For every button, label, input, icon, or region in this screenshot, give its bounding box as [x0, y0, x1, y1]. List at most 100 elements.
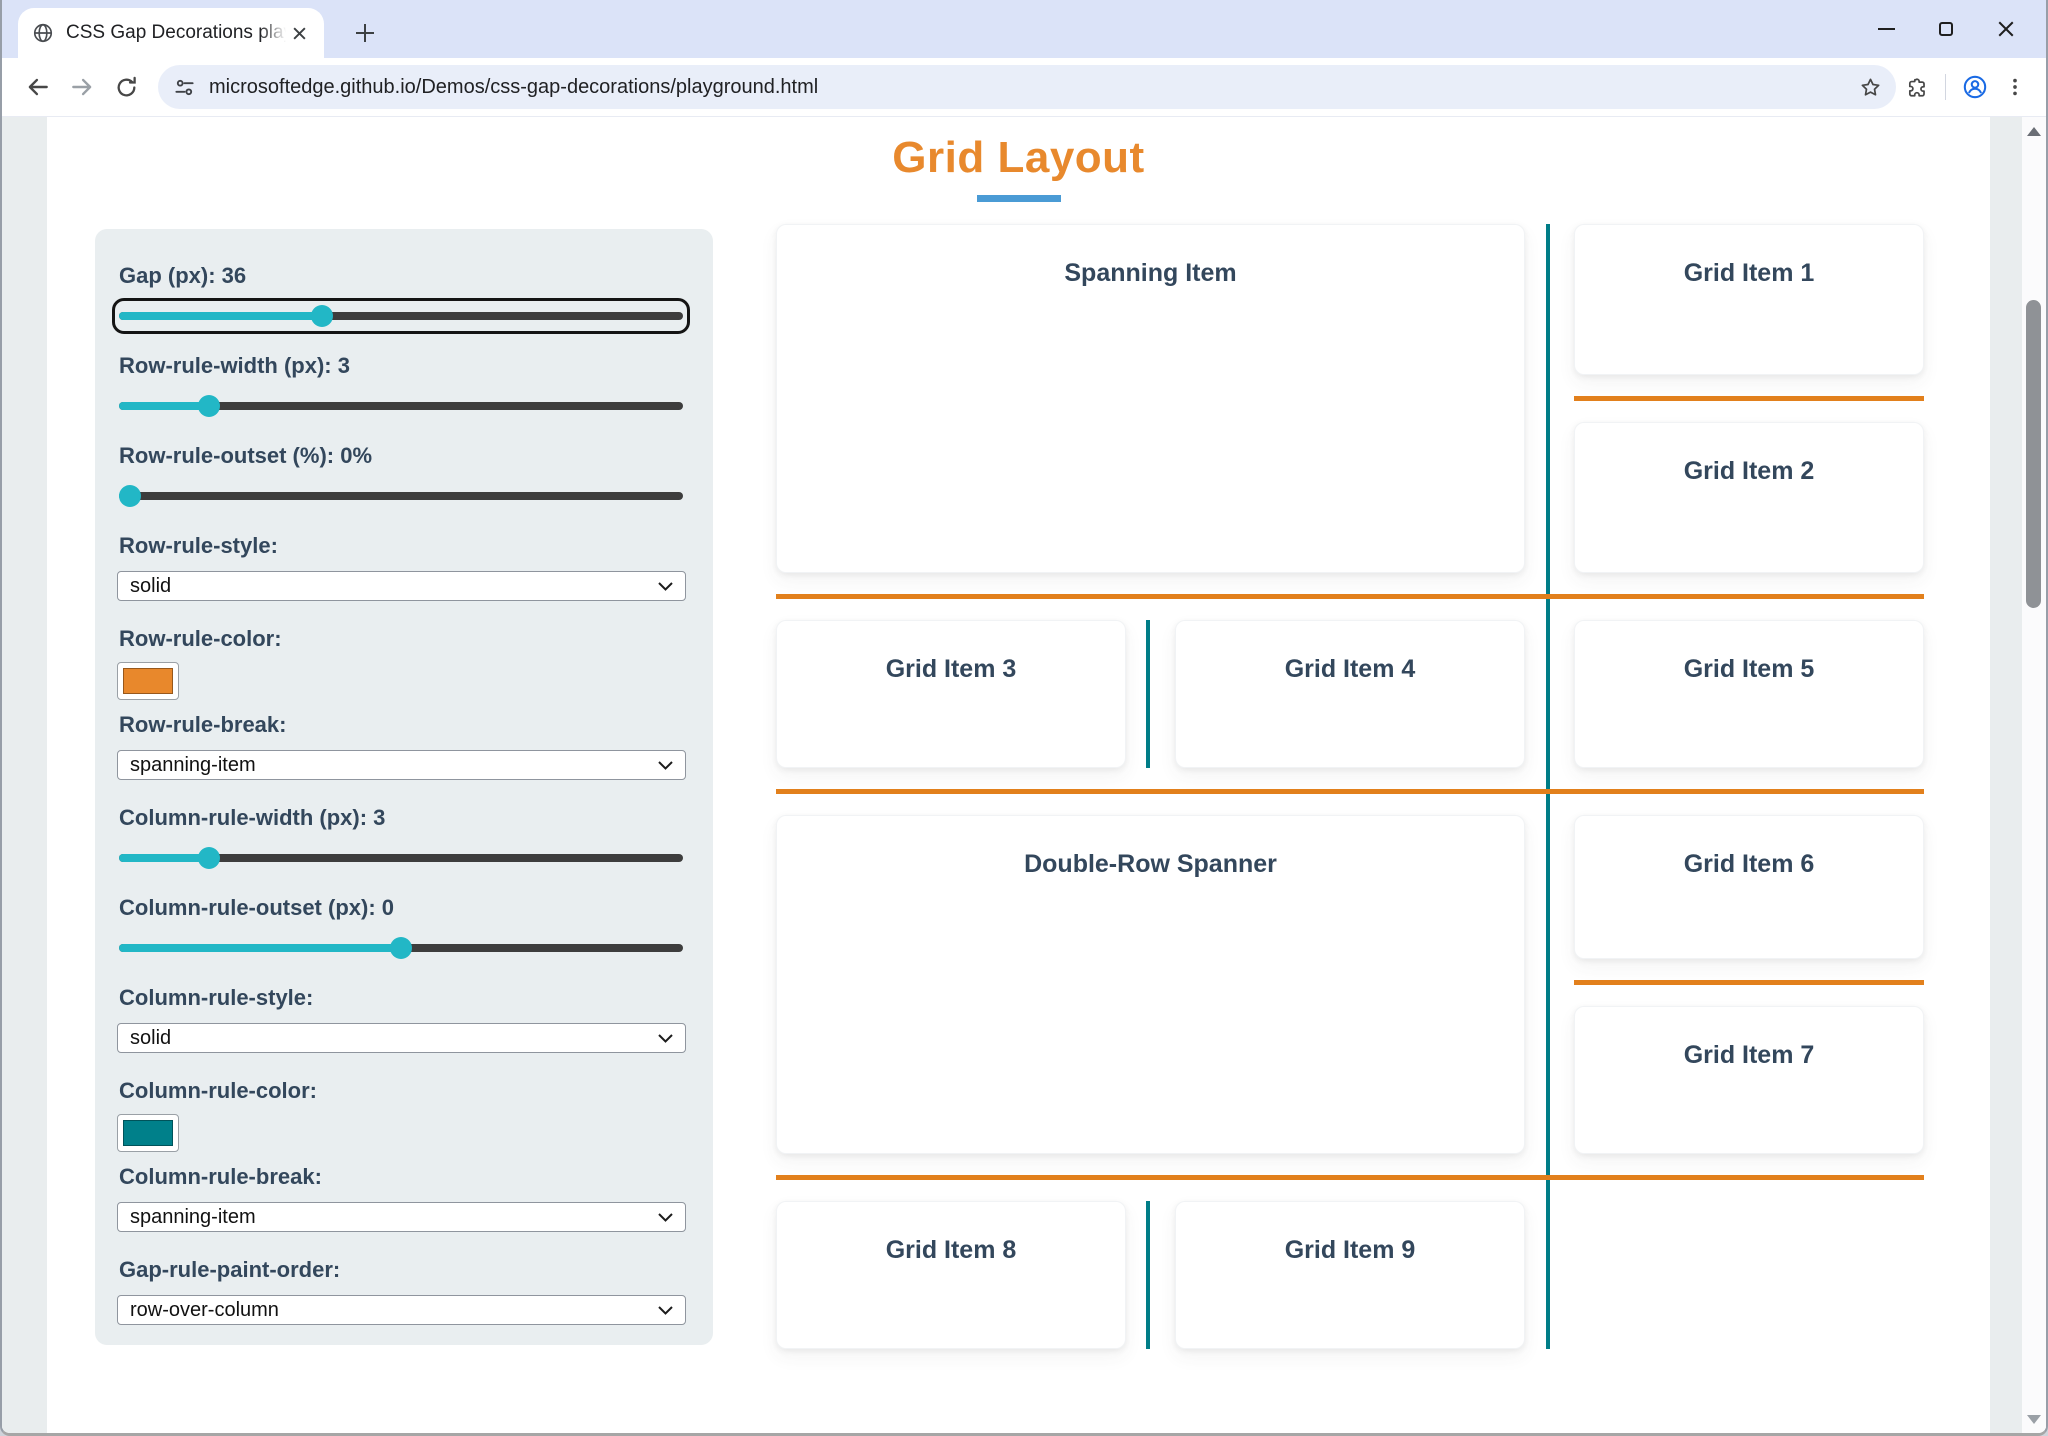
color-picker-9[interactable]	[117, 1114, 179, 1152]
page-viewport: Grid Layout Gap (px): 36 Row-rule-width (…	[2, 117, 2046, 1433]
select-3[interactable]: solid	[117, 571, 686, 601]
control-label: Row-rule-width (px): 3	[119, 353, 350, 378]
site-settings-icon[interactable]	[174, 77, 195, 98]
maximize-icon	[1939, 22, 1953, 36]
tab-bar: CSS Gap Decorations playgroun	[2, 0, 2046, 58]
column-rule	[1146, 620, 1150, 768]
slider-7[interactable]	[119, 937, 683, 959]
grid-item: Double-Row Spanner	[776, 815, 1525, 1154]
control-label: Gap (px): 36	[119, 263, 247, 288]
control-group: Column-rule-break: spanning-item	[117, 1164, 689, 1232]
grid-item: Grid Item 8	[776, 1201, 1126, 1349]
slider-thumb[interactable]	[390, 937, 412, 959]
bookmark-star-icon[interactable]	[1859, 76, 1882, 99]
control-label: Row-rule-break:	[119, 712, 287, 737]
control-label: Row-rule-color:	[119, 626, 282, 651]
grid-item: Grid Item 4	[1175, 620, 1525, 768]
vertical-scrollbar[interactable]	[2022, 117, 2046, 1433]
grid-item: Grid Item 1	[1574, 224, 1924, 375]
select-value: row-over-column	[130, 1298, 279, 1321]
slider-thumb[interactable]	[198, 847, 221, 869]
close-icon	[1998, 21, 2014, 37]
row-rule	[776, 789, 1924, 794]
reload-button[interactable]	[104, 65, 148, 109]
slider-track[interactable]	[119, 485, 683, 507]
control-group: Column-rule-color:	[117, 1078, 689, 1152]
extensions-icon[interactable]	[1906, 76, 1929, 99]
control-group: Row-rule-style: solid	[117, 533, 689, 601]
back-icon	[28, 78, 48, 96]
tab-close-icon[interactable]	[286, 20, 312, 46]
slider-thumb[interactable]	[311, 305, 334, 327]
chevron-down-icon	[658, 760, 673, 770]
select-11[interactable]: row-over-column	[117, 1295, 686, 1325]
close-button[interactable]	[1976, 0, 2036, 58]
forward-button[interactable]	[60, 65, 104, 109]
control-group: Row-rule-break: spanning-item	[117, 712, 689, 780]
menu-kebab-icon[interactable]	[2004, 76, 2026, 98]
profile-avatar-icon[interactable]	[1962, 74, 1988, 100]
select-10[interactable]: spanning-item	[117, 1202, 686, 1232]
select-value: spanning-item	[130, 1205, 256, 1228]
grid-item: Grid Item 7	[1574, 1006, 1924, 1154]
select-5[interactable]: spanning-item	[117, 750, 686, 780]
slider-fill	[119, 854, 210, 862]
scroll-up-icon[interactable]	[2027, 127, 2041, 136]
select-value: spanning-item	[130, 753, 256, 776]
color-swatch-fill	[123, 1120, 173, 1146]
slider-track[interactable]	[119, 305, 683, 327]
control-label: Column-rule-outset (px): 0	[119, 895, 394, 920]
slider-track[interactable]	[119, 847, 683, 869]
grid-item: Grid Item 3	[776, 620, 1126, 768]
slider-track[interactable]	[119, 395, 683, 417]
control-group: Gap-rule-paint-order: row-over-column	[117, 1257, 689, 1325]
scrollbar-thumb[interactable]	[2026, 300, 2041, 608]
row-rule	[776, 1175, 1924, 1180]
toolbar-separator	[1945, 74, 1946, 100]
control-label: Row-rule-style:	[119, 533, 278, 558]
slider-6[interactable]	[119, 847, 683, 869]
new-tab-button[interactable]	[346, 14, 384, 52]
select-value: solid	[130, 1026, 172, 1049]
control-group: Column-rule-width (px): 3	[117, 805, 689, 869]
slider-thumb[interactable]	[198, 395, 221, 417]
slider-1[interactable]	[119, 395, 683, 417]
control-group: Row-rule-outset (%): 0%	[117, 443, 689, 507]
slider-fill	[119, 312, 323, 320]
column-rule	[1146, 1201, 1150, 1349]
select-8[interactable]: solid	[117, 1023, 686, 1053]
scroll-down-icon[interactable]	[2027, 1415, 2041, 1424]
control-group: Row-rule-color:	[117, 626, 689, 700]
minimize-button[interactable]	[1856, 0, 1916, 58]
control-group: Column-rule-outset (px): 0	[117, 895, 689, 959]
control-label: Row-rule-outset (%): 0%	[119, 443, 372, 468]
row-rule	[1574, 396, 1924, 401]
control-label: Gap-rule-paint-order:	[119, 1257, 341, 1282]
row-rule	[1574, 980, 1924, 985]
slider-2[interactable]	[119, 485, 683, 507]
color-picker-4[interactable]	[117, 662, 179, 700]
slider-0[interactable]	[112, 298, 690, 334]
grid-item: Grid Item 5	[1574, 620, 1924, 768]
browser-tab[interactable]: CSS Gap Decorations playgroun	[18, 8, 324, 58]
control-label: Column-rule-width (px): 3	[119, 805, 386, 830]
page-title: Grid Layout	[892, 133, 1145, 182]
slider-thumb[interactable]	[119, 485, 142, 507]
maximize-button[interactable]	[1916, 0, 1976, 58]
globe-favicon-icon	[32, 22, 54, 44]
forward-icon	[72, 78, 92, 96]
slider-fill	[119, 402, 210, 410]
control-group: Column-rule-style:solid	[117, 985, 689, 1053]
select-value: solid	[130, 574, 172, 597]
address-bar[interactable]: microsoftedge.github.io/Demos/css-gap-de…	[158, 65, 1896, 109]
chevron-down-icon	[658, 1212, 673, 1222]
back-button[interactable]	[16, 65, 60, 109]
row-rule	[776, 594, 1924, 599]
slider-track[interactable]	[119, 937, 683, 959]
control-label: Column-rule-break:	[119, 1164, 322, 1189]
slider-fill	[119, 944, 401, 952]
chevron-down-icon	[658, 1305, 673, 1315]
browser-toolbar: microsoftedge.github.io/Demos/css-gap-de…	[2, 58, 2046, 117]
